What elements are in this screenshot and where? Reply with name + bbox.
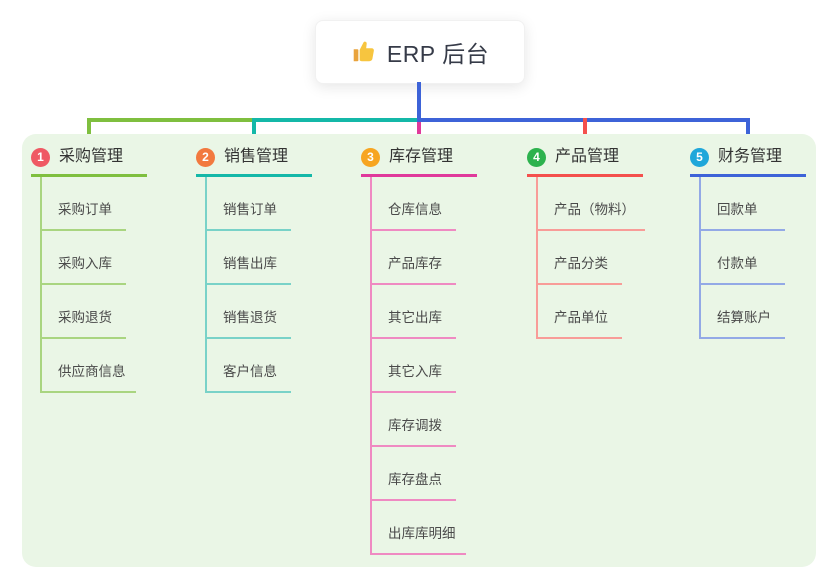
child-node[interactable]: 其它出库	[372, 285, 456, 339]
root-title: ERP 后台	[386, 41, 490, 67]
child-node-label: 出库库明细	[388, 526, 456, 541]
child-node[interactable]: 销售出库	[207, 231, 291, 285]
drop-line-branch-4	[583, 118, 587, 148]
branch-number-badge: 3	[361, 147, 380, 167]
branch-number-badge: 5	[690, 147, 709, 167]
child-node-label: 采购入库	[58, 256, 112, 271]
drop-line-branch-2	[252, 118, 256, 148]
child-node-label: 销售订单	[223, 202, 277, 217]
child-node[interactable]: 库存盘点	[372, 447, 456, 501]
branch-header-2[interactable]: 2 销售管理	[196, 146, 312, 177]
child-node-label: 产品库存	[388, 256, 442, 271]
child-node-label: 采购退货	[58, 310, 112, 325]
child-node-label: 销售退货	[223, 310, 277, 325]
branch-children: 产品（物料） 产品分类产品单位	[536, 177, 677, 339]
branch-4: 4 产品管理产品（物料） 产品分类产品单位	[527, 146, 677, 339]
branch-header-3[interactable]: 3 库存管理	[361, 146, 477, 177]
child-node[interactable]: 其它入库	[372, 339, 456, 393]
child-node[interactable]: 采购退货	[42, 285, 126, 339]
branch-children: 仓库信息产品库存其它出库其它入库库存调拨库存盘点出库库明细	[370, 177, 511, 555]
branch-number-badge: 4	[527, 147, 546, 167]
child-node[interactable]: 销售订单	[207, 177, 291, 231]
child-node[interactable]: 产品库存	[372, 231, 456, 285]
child-node[interactable]: 产品分类	[538, 231, 622, 285]
child-node-label: 产品（物料）	[554, 202, 635, 217]
child-node-label: 回款单	[717, 202, 758, 217]
branch-children: 回款单付款单结算账户	[699, 177, 839, 339]
branch-label: 产品管理	[555, 148, 620, 165]
child-node-label: 库存盘点	[388, 472, 442, 487]
branch-children: 销售订单销售出库销售退货客户信息	[205, 177, 346, 393]
child-node[interactable]: 产品（物料）	[538, 177, 645, 231]
child-node[interactable]: 销售退货	[207, 285, 291, 339]
child-node-label: 结算账户	[717, 310, 771, 325]
branch-1: 1 采购管理采购订单采购入库采购退货供应商信息	[31, 146, 181, 393]
branch-3: 3 库存管理仓库信息产品库存其它出库其它入库库存调拨库存盘点出库库明细	[361, 146, 511, 555]
branch-number-badge: 1	[31, 147, 50, 167]
branch-header-5[interactable]: 5 财务管理	[690, 146, 806, 177]
child-node-label: 产品单位	[554, 310, 608, 325]
child-node-label: 其它出库	[388, 310, 442, 325]
child-node-label: 仓库信息	[388, 202, 442, 217]
branch-header-4[interactable]: 4 产品管理	[527, 146, 643, 177]
child-node-label: 销售出库	[223, 256, 277, 271]
child-node[interactable]: 供应商信息	[42, 339, 136, 393]
child-node[interactable]: 客户信息	[207, 339, 291, 393]
branch-label: 库存管理	[389, 148, 454, 165]
drop-line-branch-1	[87, 118, 91, 148]
child-node-label: 采购订单	[58, 202, 112, 217]
child-node[interactable]: 采购订单	[42, 177, 126, 231]
child-node[interactable]: 付款单	[701, 231, 785, 285]
branch-label: 采购管理	[59, 148, 124, 165]
child-node[interactable]: 产品单位	[538, 285, 622, 339]
branch-header-1[interactable]: 1 采购管理	[31, 146, 147, 177]
bus-segment-branch-2	[252, 118, 421, 122]
branch-label: 财务管理	[718, 148, 783, 165]
child-node-label: 库存调拨	[388, 418, 442, 433]
root-node[interactable]: ERP 后台	[315, 20, 525, 84]
branch-label: 销售管理	[224, 148, 289, 165]
branch-children: 采购订单采购入库采购退货供应商信息	[40, 177, 181, 393]
child-node[interactable]: 回款单	[701, 177, 785, 231]
branches-panel	[22, 134, 816, 567]
child-node[interactable]: 结算账户	[701, 285, 785, 339]
child-node-label: 客户信息	[223, 364, 277, 379]
child-node[interactable]: 库存调拨	[372, 393, 456, 447]
child-node[interactable]: 仓库信息	[372, 177, 456, 231]
thumbs-up-icon	[351, 39, 377, 65]
branch-number-badge: 2	[196, 147, 215, 167]
child-node-label: 其它入库	[388, 364, 442, 379]
branch-5: 5 财务管理回款单付款单结算账户	[690, 146, 839, 339]
child-node-label: 付款单	[717, 256, 758, 271]
root-connector-line	[417, 82, 421, 122]
child-node[interactable]: 出库库明细	[372, 501, 466, 555]
child-node-label: 供应商信息	[58, 364, 126, 379]
drop-line-branch-5	[746, 118, 750, 148]
child-node[interactable]: 采购入库	[42, 231, 126, 285]
branch-2: 2 销售管理销售订单销售出库销售退货客户信息	[196, 146, 346, 393]
child-node-label: 产品分类	[554, 256, 608, 271]
